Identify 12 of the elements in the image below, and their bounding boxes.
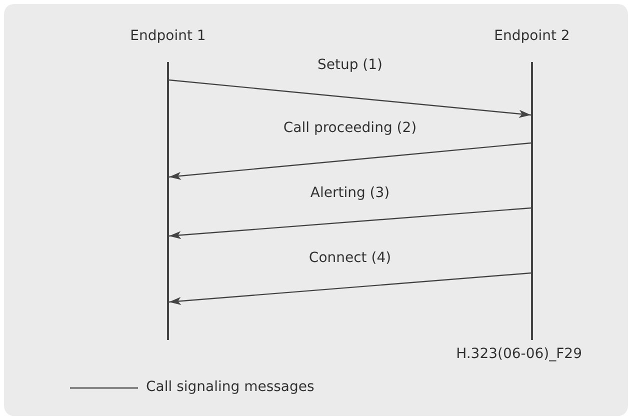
message-label: Call proceeding (2) (283, 120, 417, 136)
message-label: Alerting (3) (310, 185, 390, 201)
message-label: Setup (1) (317, 57, 383, 73)
figure-code: H.323(06-06)_F29 (456, 346, 582, 362)
message-label: Connect (4) (308, 250, 392, 266)
message-arrow (168, 79, 532, 118)
message-arrow (168, 272, 532, 306)
message-arrow (168, 142, 532, 180)
legend-text: Call signaling messages (146, 379, 314, 395)
participant-name: Endpoint 1 (129, 28, 207, 44)
message-arrow (168, 207, 532, 240)
participant-name: Endpoint 2 (493, 28, 571, 44)
